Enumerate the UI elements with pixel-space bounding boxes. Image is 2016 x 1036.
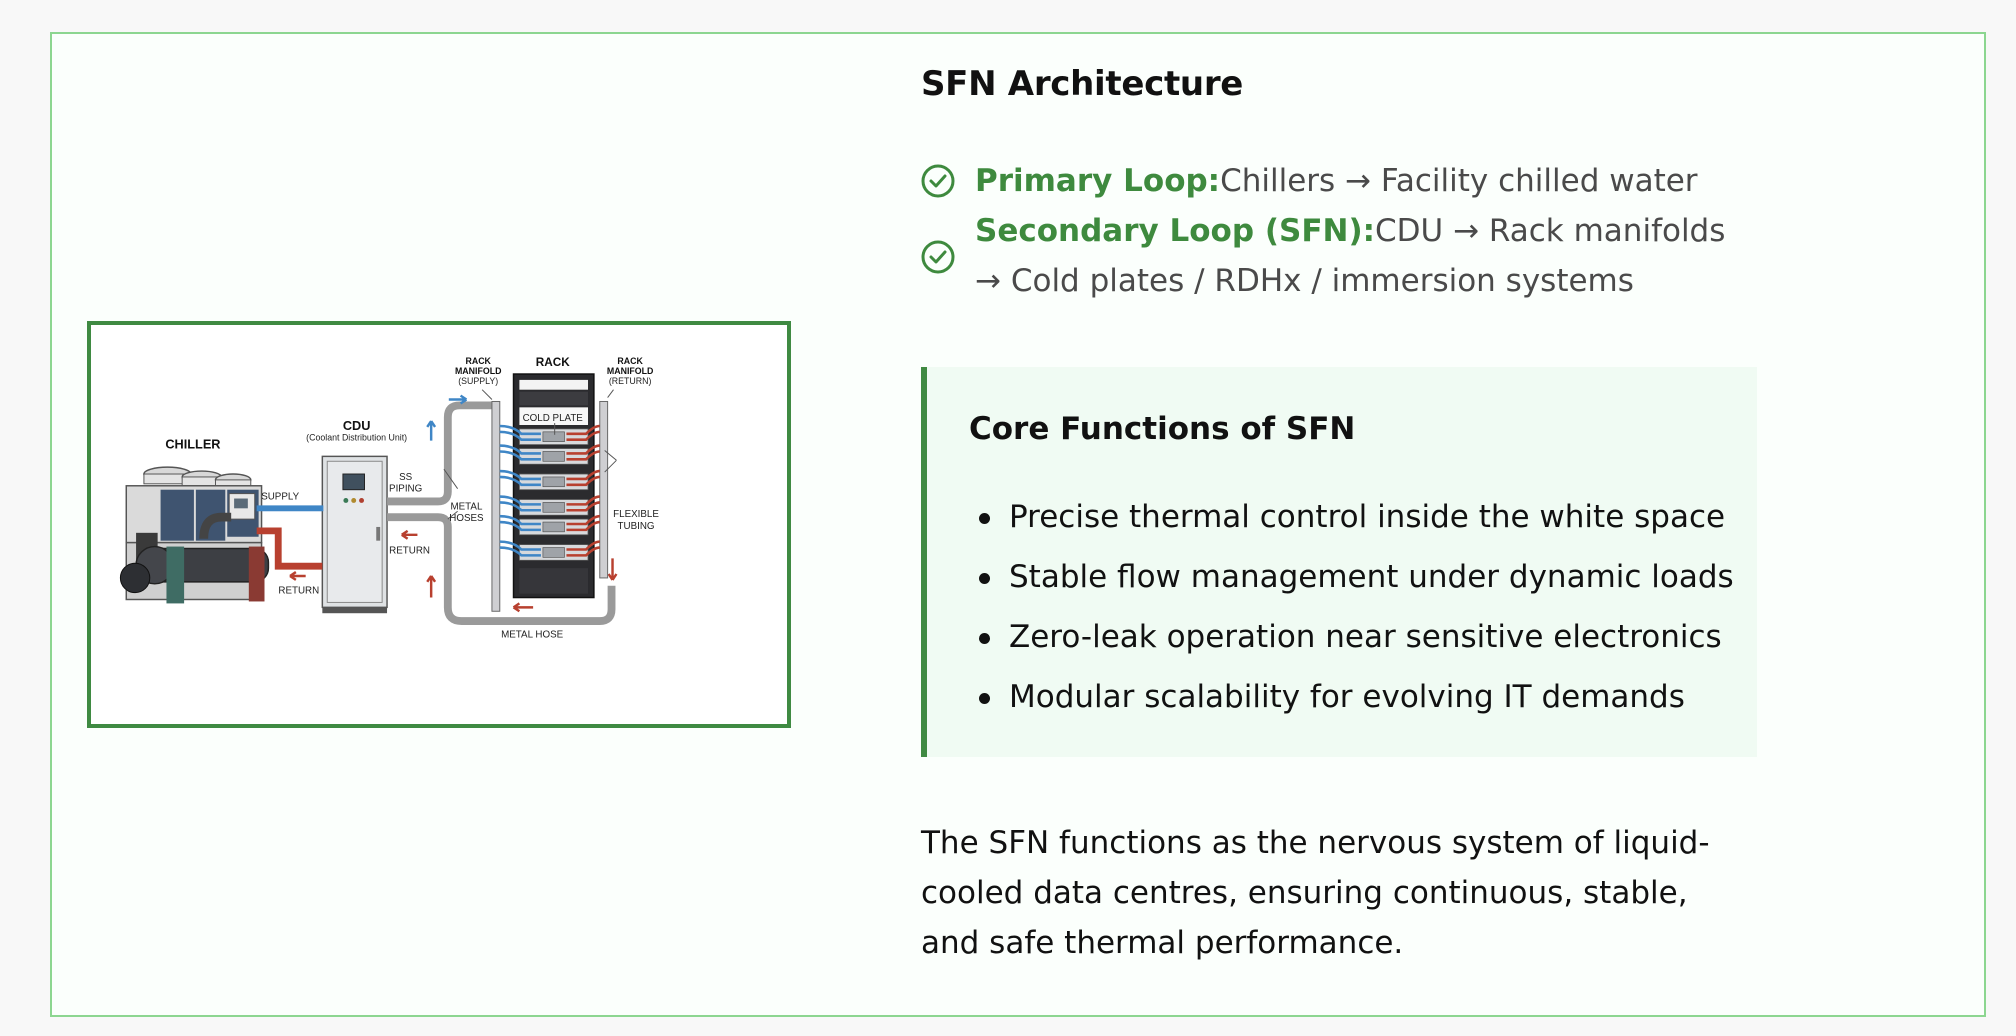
check-circle-icon <box>921 240 955 274</box>
sfn-diagram-figure: CHILLER CDU (Coolant Distribution Unit) … <box>87 321 791 728</box>
label-flexible-1: FLEXIBLE <box>613 509 659 520</box>
return-manifold <box>599 400 609 579</box>
cold-plate <box>542 547 565 558</box>
loop-item-secondary: Secondary Loop (SFN):CDU → Rack manifold… <box>920 206 1750 306</box>
label-manifold-return-1: RACK <box>617 356 643 366</box>
return-tubing <box>566 501 600 512</box>
label-metal-hoses-2: HOSES <box>449 513 484 524</box>
label-chiller: CHILLER <box>165 437 220 452</box>
label-manifold-supply-3: (SUPPLY) <box>458 376 498 386</box>
bullet-icon <box>979 693 990 704</box>
label-return-mid: RETURN <box>389 545 430 556</box>
return-tubing <box>566 469 600 481</box>
loop-text: CDU → Rack manifolds → Cold plates / RDH… <box>975 213 1726 299</box>
list-item: Stable flow management under dynamic loa… <box>969 547 1734 607</box>
supply-tubing <box>499 430 541 441</box>
cold-plate <box>542 502 565 513</box>
supply-tubing <box>499 520 541 532</box>
return-tubing <box>566 430 600 441</box>
check-circle-icon <box>921 164 955 198</box>
bullet-icon <box>979 513 990 524</box>
core-functions-list: Precise thermal control inside the white… <box>969 487 1734 727</box>
sfn-diagram: CHILLER CDU (Coolant Distribution Unit) … <box>119 356 659 641</box>
label-manifold-supply-2: MANIFOLD <box>455 366 502 376</box>
return-tubing <box>566 540 600 551</box>
loop-label: Primary Loop: <box>975 163 1221 199</box>
label-manifold-supply-1: RACK <box>465 356 491 366</box>
loop-label: Secondary Loop (SFN): <box>975 213 1376 249</box>
label-cdu: CDU <box>343 418 371 433</box>
label-return-left: RETURN <box>278 586 319 597</box>
supply-tubing <box>499 475 541 487</box>
chiller-unit <box>119 466 270 604</box>
supply-pipe <box>256 505 324 512</box>
label-ss-piping-1: SS <box>399 472 413 483</box>
supply-manifold <box>491 400 501 612</box>
list-item: Modular scalability for evolving IT dema… <box>969 667 1734 727</box>
label-cold-plate: COLD PLATE <box>523 413 584 424</box>
supply-tubing <box>499 546 541 557</box>
label-manifold-return-3: (RETURN) <box>609 376 652 386</box>
architecture-title: SFN Architecture <box>921 64 1244 104</box>
cold-plate <box>542 431 565 442</box>
supply-tubing <box>499 540 541 551</box>
cold-plate <box>542 521 565 533</box>
label-manifold-return-2: MANIFOLD <box>607 366 654 376</box>
bullet-icon <box>979 633 990 644</box>
supply-tubing <box>499 424 541 436</box>
list-item-text: Stable flow management under dynamic loa… <box>1009 559 1734 595</box>
label-flexible-2: TUBING <box>618 521 655 532</box>
return-tubing <box>566 424 600 436</box>
core-functions-callout: Core Functions of SFN Precise thermal co… <box>921 367 1757 757</box>
return-tubing <box>566 546 600 557</box>
supply-tubing <box>499 444 541 455</box>
supply-tubing <box>499 495 541 506</box>
cold-plate <box>542 451 565 462</box>
supply-tubing <box>499 501 541 512</box>
label-supply: SUPPLY <box>261 492 299 503</box>
return-tubing <box>566 475 600 487</box>
list-item-text: Modular scalability for evolving IT dema… <box>1009 679 1685 715</box>
return-tubing <box>566 450 600 461</box>
supply-tubing <box>499 450 541 461</box>
loop-list: Primary Loop:Chillers → Facility chilled… <box>920 156 1750 306</box>
cold-plate <box>542 476 565 488</box>
cdu-cabinet <box>321 455 388 614</box>
core-functions-title: Core Functions of SFN <box>969 411 1356 447</box>
label-metal-hose: METAL HOSE <box>501 630 564 641</box>
list-item: Precise thermal control inside the white… <box>969 487 1734 547</box>
label-metal-hoses-1: METAL <box>450 501 482 512</box>
label-cdu-full: (Coolant Distribution Unit) <box>306 433 407 443</box>
list-item-text: Precise thermal control inside the white… <box>1009 499 1726 535</box>
label-rack: RACK <box>536 356 570 369</box>
supply-tubing <box>499 514 541 526</box>
return-tubing <box>566 520 600 532</box>
supply-tubing <box>499 469 541 481</box>
list-item-text: Zero-leak operation near sensitive elect… <box>1009 619 1722 655</box>
return-pipe <box>256 527 323 570</box>
return-tubing <box>566 495 600 506</box>
return-tubing <box>566 444 600 455</box>
loop-text: Chillers → Facility chilled water <box>1220 163 1698 199</box>
label-ss-piping-2: PIPING <box>389 484 422 495</box>
return-metal-hose <box>387 513 616 625</box>
summary-paragraph: The SFN functions as the nervous system … <box>921 825 1710 961</box>
return-tubing <box>566 514 600 526</box>
loop-item-primary: Primary Loop:Chillers → Facility chilled… <box>920 156 1750 206</box>
bullet-icon <box>979 573 990 584</box>
list-item: Zero-leak operation near sensitive elect… <box>969 607 1734 667</box>
supply-metal-hose <box>387 401 494 506</box>
